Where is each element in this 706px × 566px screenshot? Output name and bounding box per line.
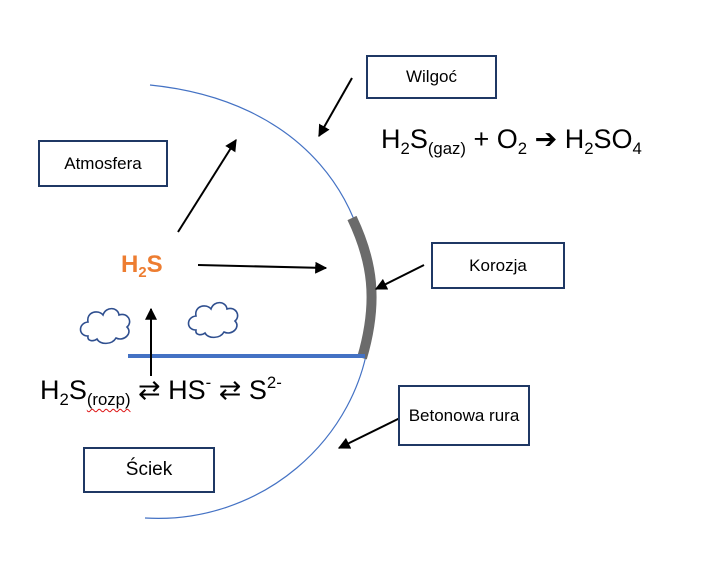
h2s-tail: S [146, 251, 163, 278]
arrow-wilgoc [318, 77, 353, 138]
rt-two-a: 2 [400, 138, 410, 158]
rb-dissolved-state: (rozp) [86, 389, 131, 409]
oxidation-reaction: H2S(gaz) + O2 ➔ H2SO4 [381, 124, 642, 158]
rt-arrow: ➔ [527, 124, 565, 154]
arrow-korozja [374, 264, 425, 290]
rt-two-b: 2 [517, 138, 528, 158]
cloud-icon-right [187, 301, 239, 339]
cloud-icon-left [79, 307, 131, 345]
box-betonowa-rura-label: Betonowa rura [408, 405, 520, 425]
box-korozja-label: Korozja [469, 255, 527, 275]
rt-product-so: SO [593, 124, 633, 154]
box-atmosfera-label: Atmosfera [64, 153, 142, 173]
box-atmosfera: Atmosfera [38, 140, 168, 187]
dissociation-equilibrium: H2S(rozp) ⇄ HS- ⇄ S2- [40, 373, 282, 409]
box-betonowa-rura: Betonowa rura [398, 385, 530, 446]
box-wilgoc: Wilgoć [366, 55, 497, 99]
box-wilgoc-label: Wilgoć [405, 67, 457, 87]
rt-product-h: H [564, 124, 585, 154]
h2s-gas-label: H2S [121, 251, 163, 282]
rb-charge: 2- [266, 373, 282, 393]
rt-h: H [381, 124, 401, 154]
box-sciek: Ściek [83, 447, 215, 493]
box-korozja: Korozja [431, 242, 565, 289]
rb-minus: - [205, 373, 212, 393]
rt-gas-state: (gaz) [427, 138, 466, 158]
rb-two: 2 [59, 389, 69, 409]
arrow-h2s-to-wall [197, 261, 328, 274]
h2s-sub: 2 [138, 265, 147, 282]
rt-two-c: 2 [584, 138, 594, 158]
rt-plus-o: + O [465, 124, 518, 154]
rb-h: H [40, 375, 60, 405]
rt-four: 4 [632, 138, 642, 158]
rt-s: S [409, 124, 428, 154]
rb-eq2: ⇄ S [211, 375, 267, 405]
corrosion-band [347, 215, 377, 360]
arrow-h2s-to-atmosfera [177, 138, 237, 233]
rb-eq1: ⇄ HS [130, 375, 206, 405]
box-sciek-label: Ściek [125, 459, 173, 481]
h2s-base: H [121, 251, 139, 278]
arrow-betonowa-rura [337, 417, 401, 449]
rb-s: S [68, 375, 87, 405]
